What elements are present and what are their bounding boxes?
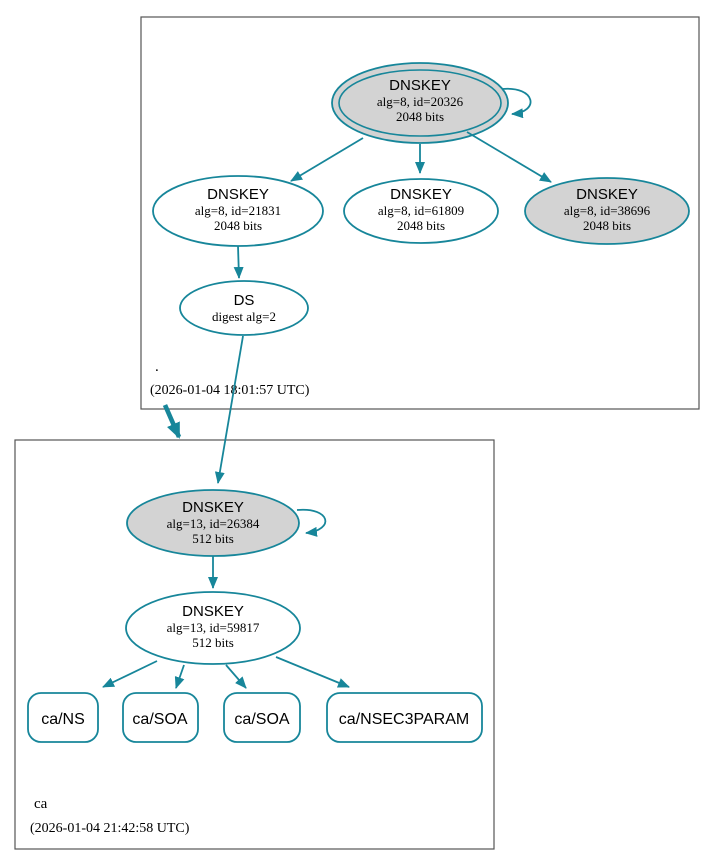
- node-detail: alg=8, id=38696: [564, 203, 651, 218]
- node-bits: 2048 bits: [396, 109, 444, 124]
- edge-cazsk-nsec3param: [275, 656, 350, 688]
- rrset-box: [326, 692, 483, 743]
- ca-ns-rrset-node[interactable]: ca/NS: [27, 692, 99, 743]
- node-detail: alg=8, id=21831: [195, 203, 281, 218]
- ca-zone-timestamp: (2026-01-04 21:42:58 UTC): [30, 821, 190, 836]
- rrset-label: ca/SOA: [234, 711, 289, 728]
- edge-cazsk-soa1: [174, 664, 185, 689]
- node-ellipse: [125, 591, 301, 665]
- ca-ksk-dnskey-node[interactable]: DNSKEY alg=13, id=26384 512 bits: [126, 489, 300, 557]
- edge-rootksk-21831: [290, 137, 364, 182]
- root-ksk-selfsign-edge: [501, 88, 532, 119]
- node-bits: 512 bits: [192, 531, 234, 546]
- node-detail: digest alg=2: [212, 309, 276, 324]
- node-detail: alg=13, id=26384: [167, 516, 260, 531]
- node-bits: 2048 bits: [397, 218, 445, 233]
- node-detail: alg=13, id=59817: [167, 620, 260, 635]
- rrset-label: ca/NS: [41, 711, 85, 728]
- edge-cazsk-soa2: [225, 664, 247, 689]
- node-bits: 2048 bits: [583, 218, 631, 233]
- node-ellipse: [179, 280, 309, 336]
- edge-21831-ds: [233, 245, 244, 279]
- root-zsk-21831-dnskey-node[interactable]: DNSKEY alg=8, id=21831 2048 bits: [152, 175, 324, 247]
- root-ds-node[interactable]: DS digest alg=2: [179, 280, 309, 336]
- node-title: DNSKEY: [182, 499, 244, 516]
- ca-soa-rrset-node-2[interactable]: ca/SOA: [223, 692, 301, 743]
- ca-soa-rrset-node-1[interactable]: ca/SOA: [122, 692, 199, 743]
- rrset-label: ca/NSEC3PARAM: [339, 711, 469, 728]
- edge-cazsk-ns: [102, 660, 158, 688]
- root-zone-timestamp: (2026-01-04 18:01:57 UTC): [150, 383, 310, 398]
- ca-zone-label: ca: [34, 796, 48, 812]
- rrset-box: [122, 692, 199, 743]
- ca-nsec3param-rrset-node[interactable]: ca/NSEC3PARAM: [326, 692, 483, 743]
- node-title: DNSKEY: [576, 186, 638, 203]
- node-detail: alg=8, id=20326: [377, 94, 464, 109]
- rrset-box: [27, 692, 99, 743]
- ca-ksk-selfsign-edge: [296, 508, 327, 537]
- root-ksk-outer-ellipse: [331, 62, 509, 144]
- ca-zsk-dnskey-node[interactable]: DNSKEY alg=13, id=59817 512 bits: [125, 591, 301, 665]
- node-title: DS: [234, 292, 255, 309]
- root-ksk-dnskey-node[interactable]: DNSKEY alg=8, id=20326 2048 bits: [331, 62, 509, 144]
- root-zone-label: .: [155, 359, 159, 375]
- edges: [102, 88, 552, 689]
- root-zsk-38696-dnskey-node[interactable]: DNSKEY alg=8, id=38696 2048 bits: [524, 177, 690, 245]
- root-zsk-61809-dnskey-node[interactable]: DNSKEY alg=8, id=61809 2048 bits: [343, 178, 499, 244]
- node-bits: 512 bits: [192, 635, 234, 650]
- edge-ds-caksk: [214, 335, 244, 484]
- node-title: DNSKEY: [389, 77, 451, 94]
- delegation-arrow-root-to-ca: [162, 404, 182, 439]
- root-ksk-inner-ellipse: [338, 69, 502, 137]
- node-detail: alg=8, id=61809: [378, 203, 464, 218]
- node-title: DNSKEY: [182, 603, 244, 620]
- node-title: DNSKEY: [390, 186, 452, 203]
- rrset-box: [223, 692, 301, 743]
- node-ellipse: [343, 178, 499, 244]
- node-bits: 2048 bits: [214, 218, 262, 233]
- rrset-label: ca/SOA: [132, 711, 187, 728]
- node-title: DNSKEY: [207, 186, 269, 203]
- edge-rootksk-38696: [466, 131, 552, 183]
- node-ellipse: [524, 177, 690, 245]
